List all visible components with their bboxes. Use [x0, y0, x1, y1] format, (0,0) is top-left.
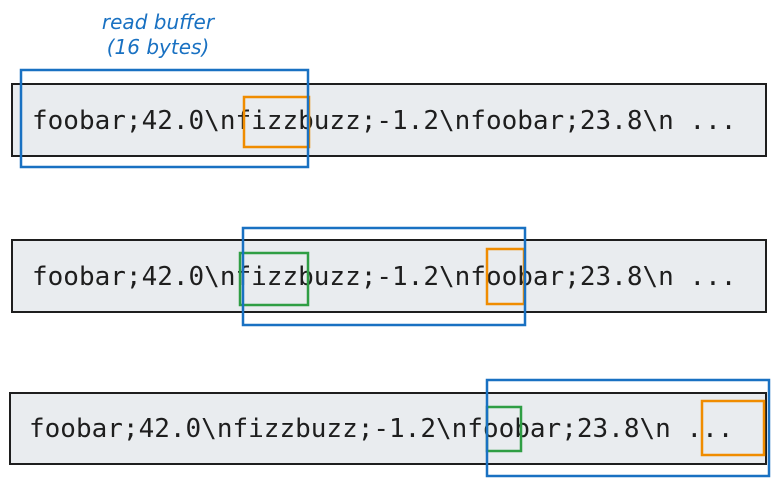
byte-stream-strip — [9, 392, 767, 465]
byte-stream-text: foobar;42.0\nfizzbuzz;-1.2\nfoobar;23.8\… — [32, 262, 736, 292]
read-buffer-label-line2: (16 bytes) — [107, 35, 210, 59]
byte-stream-strip — [11, 239, 767, 313]
byte-stream-text: foobar;42.0\nfizzbuzz;-1.2\nfoobar;23.8\… — [29, 414, 733, 444]
read-buffer-box — [19, 68, 310, 169]
partial-line-box — [700, 399, 766, 457]
read-buffer-box — [241, 226, 527, 327]
byte-stream-strip — [11, 83, 767, 157]
row-2: foobar;42.0\nfizzbuzz;-1.2\nfoobar;23.8\… — [11, 226, 767, 327]
read-buffer-box — [485, 378, 771, 478]
byte-stream-text: foobar;42.0\nfizzbuzz;-1.2\nfoobar;23.8\… — [32, 106, 736, 136]
row-3: foobar;42.0\nfizzbuzz;-1.2\nfoobar;23.8\… — [9, 378, 771, 478]
read-buffer-label-line1: read buffer — [102, 10, 216, 34]
row-1: foobar;42.0\nfizzbuzz;-1.2\nfoobar;23.8\… — [11, 68, 767, 169]
line-start-box — [238, 251, 310, 307]
